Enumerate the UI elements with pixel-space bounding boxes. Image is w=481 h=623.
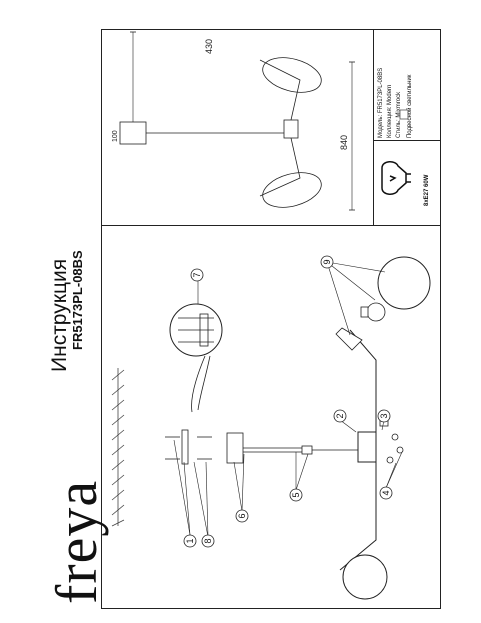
callout-1	[183, 534, 197, 548]
dim-width: 430	[204, 39, 214, 54]
glass-globe-bottom	[342, 554, 388, 600]
callout-9-label: 9	[322, 259, 332, 264]
info-column-border	[373, 29, 374, 225]
bulb-part	[360, 302, 386, 322]
glass-globe-top	[377, 256, 431, 310]
callout-7-label: 7	[192, 272, 202, 277]
type-icon	[399, 109, 409, 120]
callout-3-label: 3	[379, 413, 389, 418]
socket-holder	[335, 327, 363, 351]
canopy-part	[226, 432, 244, 464]
callout-6-label: 6	[237, 513, 247, 518]
page-frame	[101, 29, 441, 609]
callout-2	[333, 409, 347, 423]
callout-5-label: 5	[291, 492, 301, 497]
small-parts	[379, 419, 404, 464]
callout-8	[201, 534, 215, 548]
mount-screws	[165, 429, 212, 465]
callout-5	[289, 488, 303, 502]
dimension-diagram	[119, 31, 355, 211]
callout-1-label: 1	[185, 538, 195, 543]
info-section-divider	[373, 140, 441, 141]
bulb-icon	[381, 161, 411, 195]
callout-4-label: 4	[381, 490, 391, 495]
callout-3	[377, 409, 391, 423]
callout-2-label: 2	[335, 413, 345, 418]
central-body	[357, 431, 377, 463]
dim-canopy: 100	[112, 130, 119, 142]
section-divider	[101, 225, 441, 226]
suspension-rod	[243, 445, 360, 455]
callout-7	[190, 268, 204, 282]
callout-6	[235, 509, 249, 523]
ceiling-hatch	[111, 368, 125, 527]
callout-9	[320, 255, 334, 269]
callout-4	[379, 486, 393, 500]
callout-leaders	[173, 261, 403, 538]
callout-markers	[183, 255, 393, 548]
callout-8-label: 8	[203, 538, 213, 543]
dim-height: 840	[339, 135, 349, 150]
